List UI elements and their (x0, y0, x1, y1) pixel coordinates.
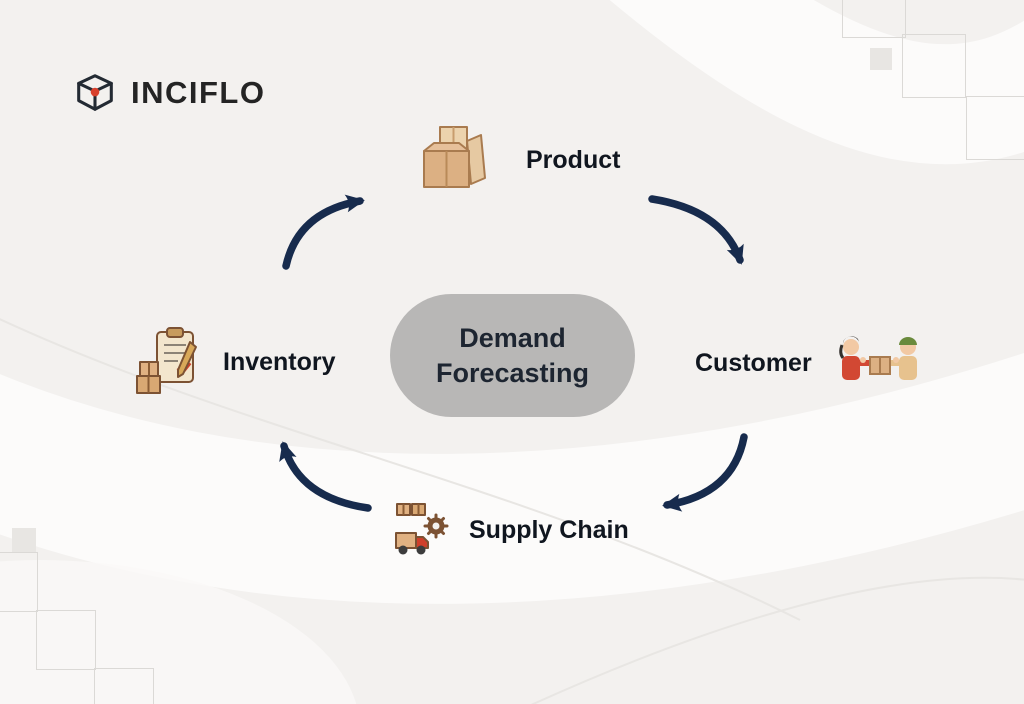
supply-chain-label: Supply Chain (469, 515, 629, 544)
arrow-inventory-to-product (282, 194, 365, 270)
deco-square (0, 552, 38, 612)
deco-square (842, 0, 906, 38)
center-node-demand-forecasting: Demand Forecasting (390, 294, 635, 417)
arrow-product-to-customer (648, 195, 744, 265)
node-inventory: Inventory (133, 326, 336, 398)
customer-label: Customer (695, 348, 812, 377)
arrow-supply-chain-to-inventory (279, 441, 372, 512)
node-product: Product (410, 118, 620, 203)
deco-square-filled (870, 48, 892, 70)
product-label: Product (526, 146, 621, 174)
pill-line2: Forecasting (435, 357, 590, 388)
pill-line1: Demand (459, 322, 566, 353)
inventory-clipboard-icon (136, 327, 197, 394)
corner-decoration-bottom-left (0, 504, 200, 704)
deco-square (36, 610, 96, 670)
deco-square (966, 96, 1024, 160)
deco-square-filled (12, 528, 36, 552)
node-supply-chain: Supply Chain (393, 500, 629, 560)
brand-name: INCIFLO (131, 75, 266, 110)
brand-logo: INCIFLO (72, 70, 266, 116)
deco-square (902, 34, 966, 98)
supply-chain-truck-icon (395, 503, 449, 555)
node-customer: Customer (695, 332, 926, 394)
inciflo-cube-icon (77, 74, 113, 111)
product-boxes-icon (423, 126, 486, 188)
inventory-label: Inventory (223, 347, 336, 376)
arrow-customer-to-supply-chain (662, 433, 748, 512)
customer-handoff-icon (838, 336, 917, 380)
corner-decoration-top-right (824, 0, 1024, 200)
deco-square (94, 668, 154, 704)
